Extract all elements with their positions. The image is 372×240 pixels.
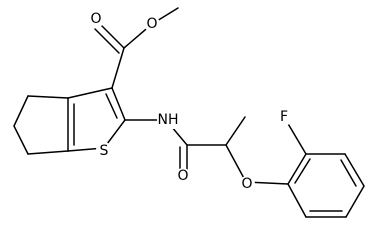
bond-carbonyl-double-b — [94, 28, 120, 54]
bond-ar-6 — [287, 183, 307, 218]
ester-oxygen-bg — [144, 16, 160, 32]
amide-nitrogen-label: NH — [158, 112, 179, 128]
bond-ar-1 — [287, 153, 307, 185]
bond-ring5-d — [27, 150, 69, 155]
bond-carbonyl-double-a — [99, 23, 125, 49]
bond-ring5-b — [13, 95, 29, 127]
bond-ar-3-inner — [340, 159, 357, 187]
bond-ar-3 — [344, 153, 365, 187]
bond-ring5-c — [13, 125, 29, 155]
amide-oxygen-label: O — [177, 168, 188, 184]
ester-carbonyl-oxygen-label: O — [90, 11, 101, 27]
bond-ring5-a — [27, 95, 69, 99]
amide-nitrogen-bg — [157, 111, 181, 129]
bonds — [13, 7, 365, 218]
bond-ar-1-inner — [294, 158, 311, 184]
fluorine-bg — [276, 110, 292, 126]
sulfur-label: S — [100, 143, 109, 159]
amide-oxygen-bg — [175, 168, 191, 184]
ester-carbonyl-oxygen-bg — [88, 12, 104, 28]
sulfur-bg — [96, 142, 112, 158]
ether-oxygen-bg — [239, 176, 255, 192]
bond-ar-4 — [345, 185, 365, 218]
bond-ch-methyl — [225, 116, 246, 146]
ether-oxygen-label: O — [241, 176, 252, 192]
bond-carbonyl-ring — [111, 47, 125, 89]
atom-labels: O O S NH O O F — [88, 11, 292, 192]
ester-oxygen-label: O — [146, 16, 157, 32]
bond-ch-ether-o — [225, 144, 247, 183]
bond-c3-c2 — [111, 87, 126, 121]
bond-c3-c2-inner — [105, 93, 118, 119]
molecule-structure: O O S NH O O F — [13, 7, 365, 218]
bond-ar-fluorine — [286, 121, 307, 155]
bond-c3a-c3 — [67, 87, 113, 99]
fluorine-label: F — [280, 109, 288, 125]
